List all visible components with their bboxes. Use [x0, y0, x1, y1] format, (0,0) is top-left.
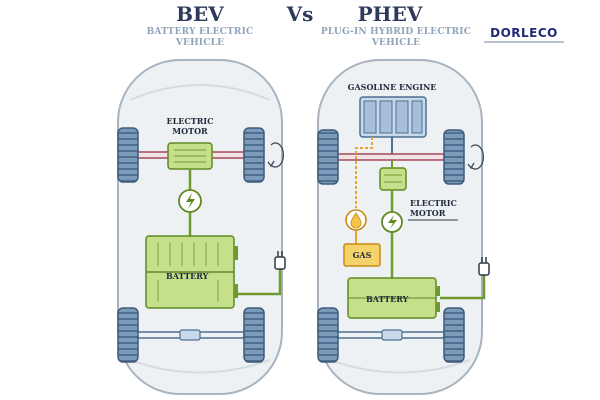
logo-tagline-bar [484, 41, 564, 43]
phev-charging-plug-icon [478, 257, 490, 276]
phev-subtitle-line1: PLUG-IN HYBRID ELECTRIC [320, 27, 472, 37]
bev-rear-right-wheel [243, 307, 265, 363]
phev-rear-left-wheel [317, 307, 339, 363]
dorleco-logo: DORLECO [484, 26, 564, 50]
bev-title: BEV [176, 2, 224, 26]
rotation-arrow-icon [270, 142, 285, 168]
phev-battery-label: BATTERY [366, 294, 409, 304]
bev-front-left-wheel [117, 127, 139, 183]
bev-battery: BATTERY [145, 235, 238, 309]
phev-motor-label-line2: MOTOR [410, 208, 446, 218]
phev-fuel-drop-icon [345, 209, 367, 231]
phev-front-axle [317, 129, 485, 185]
bev-car [117, 59, 283, 395]
phev-subtitle: PLUG-IN HYBRID ELECTRIC VEHICLE [312, 27, 480, 49]
phev-rear-right-wheel [443, 307, 465, 363]
phev-subtitle-line2: VEHICLE [371, 38, 421, 48]
bev-motor-label-line2: MOTOR [172, 126, 208, 136]
vs-title: Vs [286, 2, 314, 26]
phev-inverter-icon [381, 211, 403, 233]
bev-electric-motor: ELECTRIC MOTOR [167, 116, 214, 170]
phev-title: PHEV [357, 2, 423, 26]
phev-front-right-wheel [443, 129, 465, 185]
bev-subtitle-line2: VEHICLE [175, 38, 225, 48]
bev-front-right-wheel [243, 127, 265, 183]
phev-motor-label-line1: ELECTRIC [410, 198, 457, 208]
phev-rear-axle [317, 307, 465, 363]
phev-front-left-wheel [317, 129, 339, 185]
phev-gasoline-engine: GASOLINE ENGINE [348, 82, 437, 138]
phev-engine-label: GASOLINE ENGINE [348, 82, 437, 92]
phev-gas-tank: GAS [343, 243, 381, 267]
bev-rear-axle [117, 307, 265, 363]
phev-gas-label: GAS [353, 250, 372, 260]
bev-rear-left-wheel [117, 307, 139, 363]
bev-inverter-icon [178, 189, 202, 213]
rotation-arrow-icon [470, 144, 485, 170]
bev-motor-label-line1: ELECTRIC [167, 116, 214, 126]
bev-car-body [117, 59, 283, 395]
logo-text: DORLECO [490, 26, 558, 40]
bev-charging-plug-icon [274, 251, 286, 270]
phev-battery: BATTERY [347, 277, 440, 319]
bev-battery-label: BATTERY [166, 271, 209, 281]
bev-subtitle: BATTERY ELECTRIC VEHICLE [120, 27, 280, 49]
bev-subtitle-line1: BATTERY ELECTRIC [146, 27, 254, 37]
